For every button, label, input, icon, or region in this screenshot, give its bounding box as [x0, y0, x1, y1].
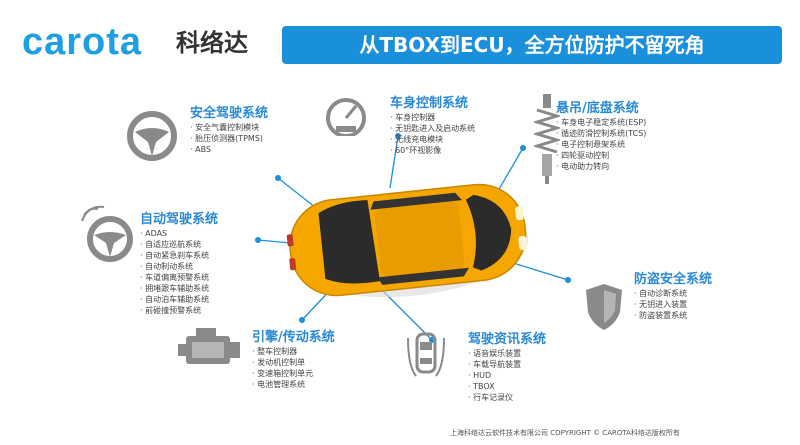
- list-item: 防盗装置系统: [634, 310, 712, 321]
- section-suspension: 悬吊/底盘系统 车身电子稳定系统(ESP) 循迹防滑控制系统(TCS) 电子控制…: [556, 101, 646, 172]
- connector-dot: [299, 317, 305, 323]
- carota-logo: carota: [22, 22, 142, 62]
- section-list: 语音娱乐装置 车载导航装置 HUD TBOX 行车记录仪: [468, 348, 546, 403]
- section-title: 驾驶资讯系统: [468, 332, 547, 347]
- section-autonomous: 自动驾驶系统 ADAS 自适应巡航系统 自动紧急刹车系统 自动制动系统 车道偏离…: [140, 212, 218, 316]
- section-list: 车身控制器 无钥匙进入及启动系统 无线充电模块 60°环视影像: [390, 112, 475, 156]
- steering-wheel-icon: [127, 111, 177, 161]
- list-item: 60°环视影像: [390, 145, 475, 156]
- shield-icon: [586, 284, 622, 330]
- section-infotainment: 驾驶资讯系统 语音娱乐装置 车载导航装置 HUD TBOX 行车记录仪: [468, 332, 546, 403]
- list-item: 无线充电模块: [390, 134, 475, 145]
- list-item: 电动助力转向: [556, 161, 646, 172]
- section-title: 引擎/传动系统: [252, 330, 335, 345]
- list-item: ADAS: [140, 228, 218, 239]
- brand-logo-text: carota: [22, 21, 143, 63]
- list-item: 行车记录仪: [468, 392, 546, 403]
- list-item: 无钥进入装置: [634, 299, 712, 310]
- list-item: 车载导航装置: [468, 359, 546, 370]
- vehicle-signal-icon: [407, 332, 445, 377]
- section-title: 安全驾驶系统: [190, 106, 269, 121]
- section-list: ADAS 自适应巡航系统 自动紧急刹车系统 自动制动系统 车道偏离预警系统 拥堵…: [140, 228, 218, 316]
- shock-absorber-icon: [534, 94, 560, 184]
- list-item: 无钥匙进入及启动系统: [390, 123, 475, 134]
- list-item: HUD: [468, 370, 546, 381]
- section-title: 悬吊/底盘系统: [556, 101, 639, 116]
- list-item: 自动紧急刹车系统: [140, 250, 218, 261]
- section-list: 安全气囊控制模块 胎压侦测器(TPMS) ABS: [190, 122, 268, 155]
- list-item: 胎压侦测器(TPMS): [190, 133, 268, 144]
- list-item: 车道偏离预警系统: [140, 272, 218, 283]
- brand-cn-name: 科络达: [176, 29, 248, 57]
- section-list: 整车控制器 发动机控制单 变速箱控制单元 电池管理系统: [252, 346, 335, 390]
- list-item: 拥堵跟车辅助系统: [140, 283, 218, 294]
- section-anti-theft: 防盗安全系统 自动诊断系统 无钥进入装置 防盗装置系统: [634, 272, 712, 321]
- autonomous-steering-wheel-icon: [81, 205, 133, 262]
- list-item: 发动机控制单: [252, 357, 335, 368]
- list-item: TBOX: [468, 381, 546, 392]
- section-body-control: 车身控制系统 车身控制器 无钥匙进入及启动系统 无线充电模块 60°环视影像: [390, 96, 475, 156]
- section-title: 车身控制系统: [390, 96, 469, 111]
- section-safe-driving: 安全驾驶系统 安全气囊控制模块 胎压侦测器(TPMS) ABS: [190, 106, 268, 155]
- list-item: 自动泊车辅助系统: [140, 294, 218, 305]
- engine-icon: [178, 328, 240, 364]
- speedometer-icon: [326, 98, 366, 136]
- list-item: 自动诊断系统: [634, 288, 712, 299]
- connector-line: [509, 261, 569, 281]
- list-item: 整车控制器: [252, 346, 335, 357]
- header-banner: 从TBOX到ECU，全方位防护不留死角: [282, 26, 782, 64]
- copyright-footer: 上海科络达云软件技术有限公司 COPYRIGHT © CAROTA科络达版权所有: [450, 429, 680, 437]
- list-item: 车身控制器: [390, 112, 475, 123]
- section-list: 车身电子稳定系统(ESP) 循迹防滑控制系统(TCS) 电子控制悬架系统 四轮驱…: [556, 117, 646, 172]
- connector-dot: [565, 277, 571, 283]
- list-item: ABS: [190, 144, 268, 155]
- list-item: 四轮驱动控制: [556, 150, 646, 161]
- list-item: 循迹防滑控制系统(TCS): [556, 128, 646, 139]
- car-top-view-illustration: [286, 183, 529, 298]
- section-title: 自动驾驶系统: [140, 212, 219, 227]
- list-item: 电池管理系统: [252, 379, 335, 390]
- list-item: 自动制动系统: [140, 261, 218, 272]
- list-item: 变速箱控制单元: [252, 368, 335, 379]
- list-item: 前碰撞预警系统: [140, 305, 218, 316]
- section-list: 自动诊断系统 无钥进入装置 防盗装置系统: [634, 288, 712, 321]
- list-item: 自适应巡航系统: [140, 239, 218, 250]
- section-title: 防盗安全系统: [634, 272, 713, 287]
- connector-line: [381, 289, 433, 341]
- connector-dot: [275, 175, 281, 181]
- list-item: 语音娱乐装置: [468, 348, 546, 359]
- list-item: 安全气囊控制模块: [190, 122, 268, 133]
- list-item: 车身电子稳定系统(ESP): [556, 117, 646, 128]
- connector-dot: [520, 145, 526, 151]
- list-item: 电子控制悬架系统: [556, 139, 646, 150]
- connector-dot: [255, 237, 261, 243]
- section-powertrain: 引擎/传动系统 整车控制器 发动机控制单 变速箱控制单元 电池管理系统: [252, 330, 335, 390]
